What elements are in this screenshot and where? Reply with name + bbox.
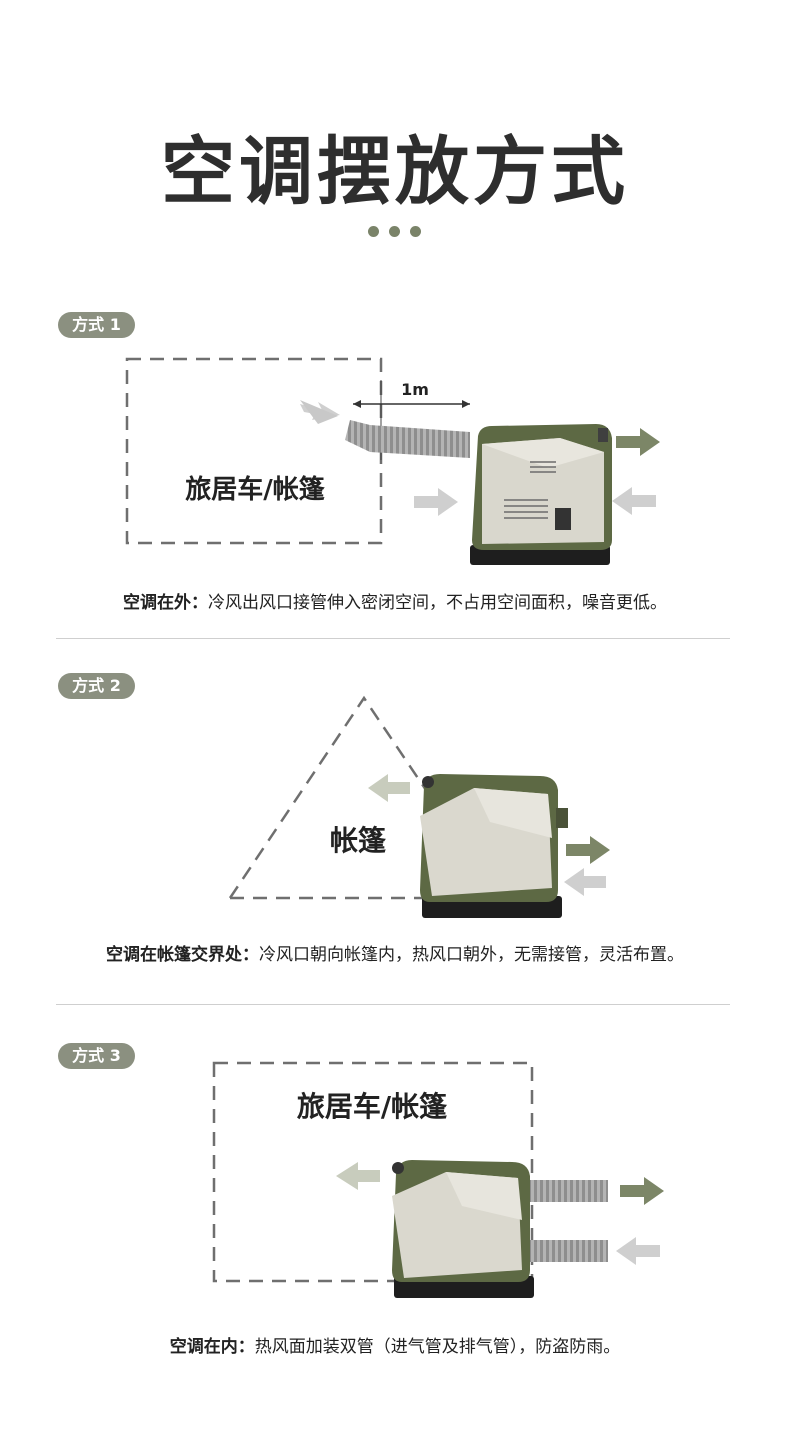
air-in-arrow-right bbox=[612, 487, 656, 515]
method3-area-label: 旅居车/帐篷 bbox=[297, 1090, 448, 1123]
method2-badge: 方式 2 bbox=[58, 673, 135, 699]
hot-air-out-arrow bbox=[620, 1177, 664, 1205]
method1-area-label: 旅居车/帐篷 bbox=[185, 474, 325, 505]
air-conditioner-unit bbox=[420, 774, 568, 918]
method1-caption: 空调在外：冷风出风口接管伸入密闭空间，不占用空间面积，噪音更低。 bbox=[123, 593, 667, 613]
divider bbox=[56, 638, 730, 639]
hot-air-out-arrow bbox=[616, 428, 660, 456]
method3-badge: 方式 3 bbox=[58, 1043, 135, 1069]
dot bbox=[410, 226, 421, 237]
air-conditioner-unit bbox=[470, 424, 612, 565]
vehicle-area-box bbox=[212, 1061, 534, 1283]
decorative-dots bbox=[368, 226, 422, 238]
hot-air-out-arrow bbox=[566, 836, 610, 864]
cold-air-arrow bbox=[336, 1162, 380, 1190]
method1-diagram: 旅居车/帐篷 1m bbox=[125, 357, 660, 565]
air-in-arrow bbox=[564, 868, 606, 896]
method3-diagram: 旅居车/帐篷 bbox=[212, 1061, 664, 1298]
method2-area-label: 帐篷 bbox=[330, 824, 387, 857]
exhaust-hose bbox=[524, 1180, 608, 1202]
air-in-arrow bbox=[616, 1237, 660, 1265]
divider bbox=[56, 1004, 730, 1005]
distance-label: 1m bbox=[401, 380, 429, 399]
dot bbox=[389, 226, 400, 237]
intake-hose bbox=[524, 1240, 608, 1262]
method2-caption: 空调在帐篷交界处：冷风口朝向帐篷内，热风口朝外，无需接管，灵活布置。 bbox=[106, 945, 684, 965]
vehicle-area-box bbox=[125, 357, 383, 545]
page-title: 空调摆放方式 bbox=[161, 129, 629, 215]
method1-badge: 方式 1 bbox=[58, 312, 135, 338]
air-conditioner-unit bbox=[392, 1160, 534, 1298]
cold-air-arrow bbox=[368, 774, 410, 802]
dot bbox=[368, 226, 379, 237]
air-in-arrow-left bbox=[414, 488, 458, 516]
method2-diagram: 帐篷 bbox=[228, 695, 610, 918]
exhaust-hose bbox=[345, 420, 470, 458]
tent-outline bbox=[228, 695, 432, 899]
method3-caption: 空调在内：热风面加装双管（进气管及排气管），防盗防雨。 bbox=[169, 1337, 621, 1357]
